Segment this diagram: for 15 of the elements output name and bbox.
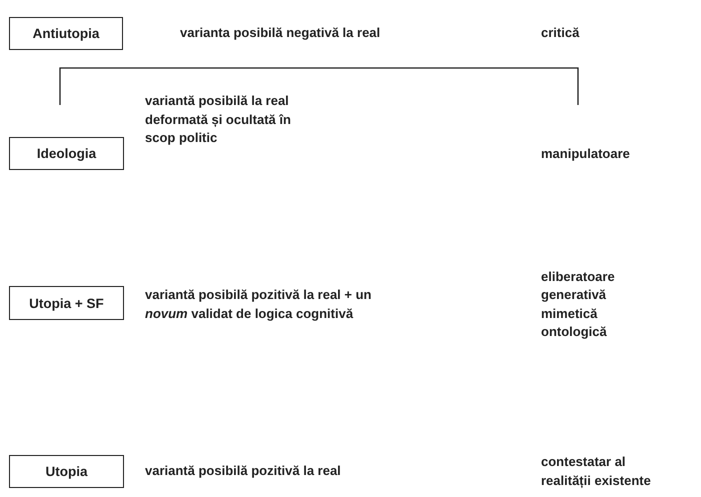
function-text: eliberatoare	[541, 268, 616, 286]
definition-text: variantă posibilă la real deformată și ocultată în scop politic	[145, 92, 292, 147]
definition-text: variantă posibilă pozitivă la real + un novum validat de logica cognitivă	[145, 286, 372, 323]
term-box: Ideologia	[9, 137, 124, 170]
term-box: Antiutopia	[9, 17, 123, 50]
definition-text: variantă posibilă pozitivă la real	[145, 462, 342, 480]
function-text: critică	[541, 24, 580, 42]
function-text: mimetică	[541, 305, 598, 323]
function-text: manipulatoare	[541, 145, 631, 163]
function-text: contestatar al realității existente	[541, 453, 652, 490]
term-box: Utopia	[9, 455, 124, 488]
function-text: ontologică	[541, 323, 608, 341]
function-text: generativă	[541, 286, 608, 304]
term-box: Utopia + SF	[9, 286, 124, 320]
definition-text: varianta posibilă negativă la real	[180, 24, 382, 42]
